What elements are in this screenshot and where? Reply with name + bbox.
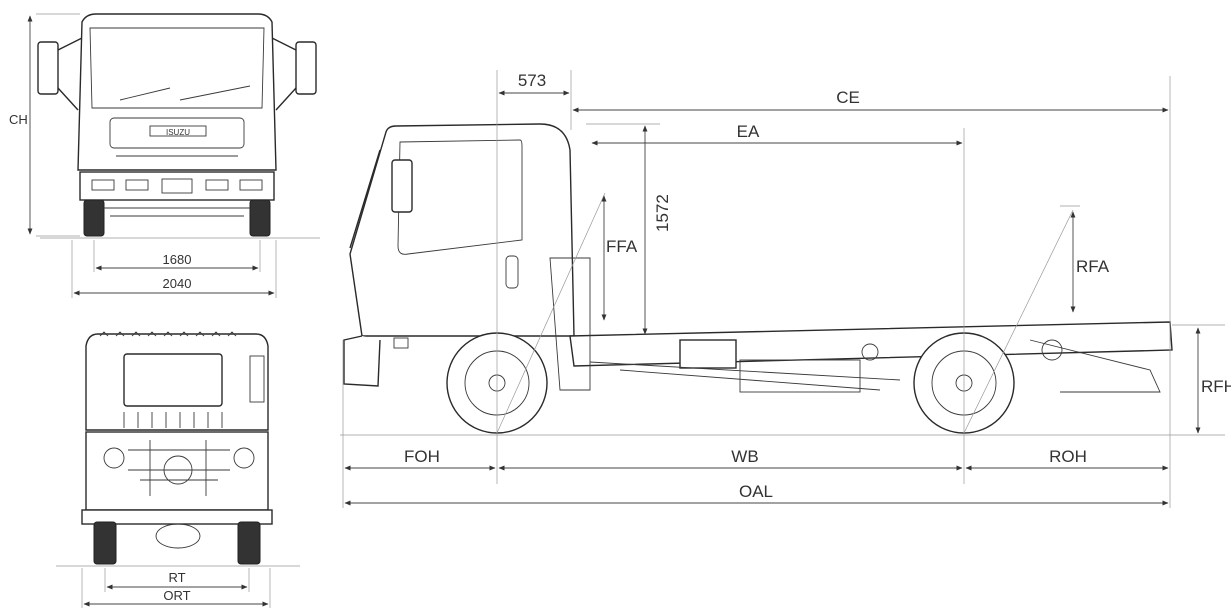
h-1572-label: 1572: [653, 194, 672, 232]
front-bumper-side: [343, 335, 381, 387]
front-bumper: [79, 171, 275, 201]
door-handle: [505, 255, 519, 289]
ffa-label: FFA: [606, 237, 638, 256]
ch-label: CH: [9, 112, 28, 127]
width-2040-label: 2040: [163, 276, 192, 291]
cab-side: [349, 123, 575, 337]
cab-front: [77, 13, 277, 171]
ce-label: CE: [836, 88, 860, 107]
front-view: ISUZU CH 1680 2040: [9, 13, 320, 298]
cab-573-label: 573: [518, 71, 546, 90]
side-view: 573 CE EA 1572 FFA RFA RFH FOH WB ROH OA…: [340, 70, 1231, 508]
front-left-wheel: [83, 199, 105, 237]
rear-left-wheel: [93, 521, 117, 565]
side-window: [397, 139, 523, 255]
side-mirror: [391, 159, 413, 213]
wb-label: WB: [731, 447, 758, 466]
brand-badge: [149, 125, 207, 137]
fuel-tank: [679, 339, 737, 369]
oal-label: OAL: [739, 482, 773, 501]
rear-view: RT ORT: [56, 331, 300, 608]
brand-badge-text: ISUZU: [166, 128, 190, 137]
right-mirror: [295, 41, 317, 95]
windshield: [89, 27, 265, 109]
rear-window: [123, 353, 223, 407]
rear-right-wheel: [237, 521, 261, 565]
foh-label: FOH: [404, 447, 440, 466]
grille: [109, 117, 245, 149]
rfh-label: RFH: [1201, 377, 1231, 396]
rfa-label: RFA: [1076, 257, 1110, 276]
rt-label: RT: [168, 570, 185, 585]
track-1680-label: 1680: [163, 252, 192, 267]
rear-chassis: [85, 431, 269, 511]
roh-label: ROH: [1049, 447, 1087, 466]
ea-label: EA: [737, 122, 760, 141]
front-right-wheel: [249, 199, 271, 237]
ort-label: ORT: [163, 588, 190, 603]
left-mirror: [37, 41, 59, 95]
differential: [155, 523, 201, 549]
